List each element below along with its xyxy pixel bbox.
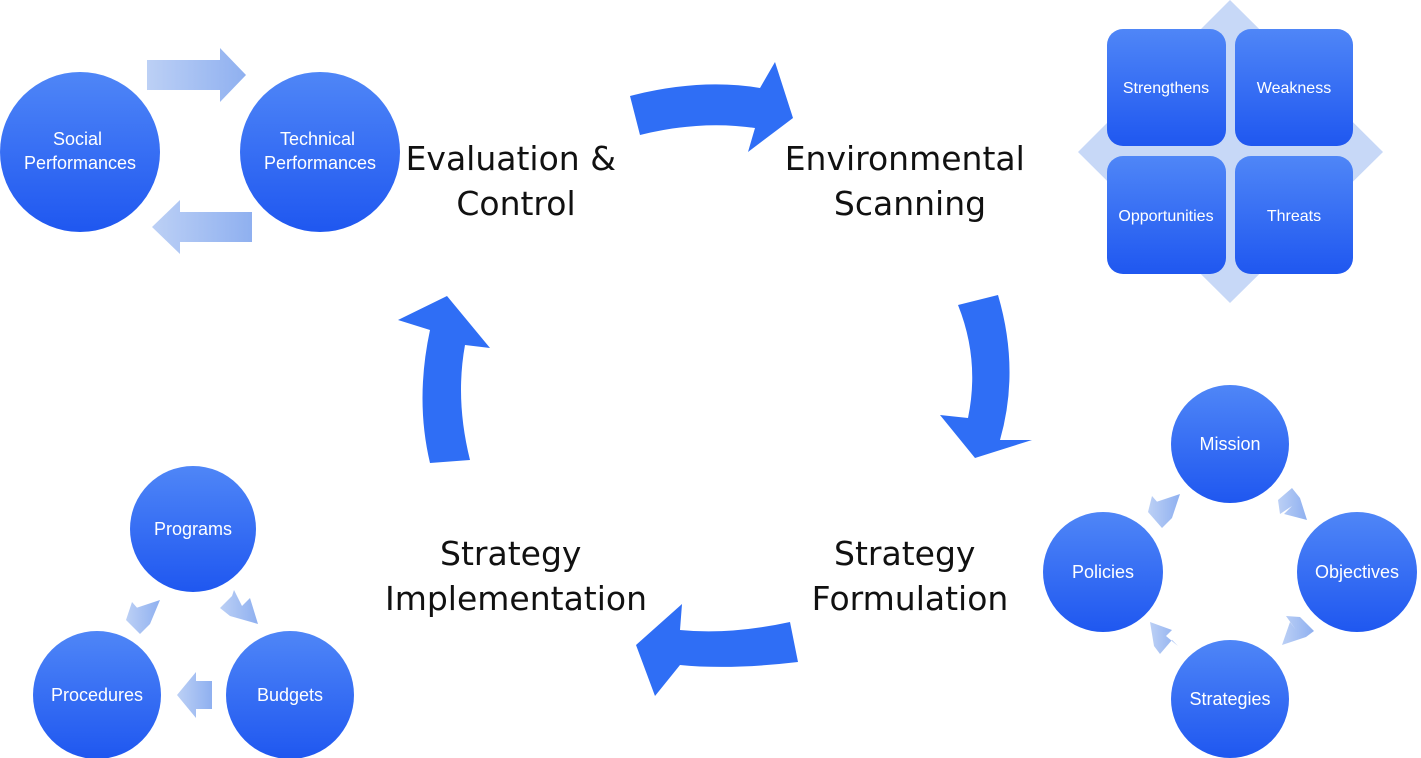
procedures-label: Procedures [51,685,143,705]
block-arrow-icon-programs-to-budgets [220,590,258,624]
cycle-arrows [398,62,1032,696]
evaluation-line-1: Evaluation & [406,139,616,178]
objectives-label: Objectives [1315,562,1399,582]
block-arrow-icon-strategies-to-policies [1150,622,1178,654]
objectives-circle [1297,512,1417,632]
strategy-implementation-label: Strategy Implementation [385,534,647,618]
procedures-circle [33,631,161,758]
curved-arrow-icon-scan-to-form [940,295,1032,458]
block-arrow-icon-mission-to-objectives [1278,488,1307,520]
block-arrow-icon-left [152,200,252,254]
strategies-label: Strategies [1189,689,1270,709]
programs-circle [130,466,256,592]
block-arrow-icon-objectives-to-strategies [1282,616,1314,645]
curved-arrow-icon-form-to-impl [636,604,798,696]
programs-label: Programs [154,519,232,539]
block-arrow-icon-procedures-to-programs [126,600,160,634]
block-arrow-icon-budgets-to-procedures [177,672,212,718]
weakness-box [1235,29,1353,146]
block-arrow-icon-policies-to-mission [1148,494,1180,528]
strategy-formulation-label: Strategy Formulation [812,534,1009,618]
swot-matrix: Strengthens Weakness Opportunities Threa… [1078,0,1383,303]
technical-performances-circle [240,72,400,232]
formulation-detail: Mission Objectives Strategies Policies [1043,385,1417,758]
curved-arrow-icon-eval-to-scan [630,62,793,152]
budgets-label: Budgets [257,685,323,705]
threats-box [1235,156,1353,274]
curved-arrow-icon-impl-to-eval [398,296,490,463]
policies-circle [1043,512,1163,632]
social-performances-circle [0,72,160,232]
strategies-circle [1171,640,1289,758]
strengths-box [1107,29,1226,146]
formulation-line-2: Formulation [812,579,1009,618]
block-arrow-icon-right [147,48,246,102]
environmental-line-1: Environmental [785,139,1025,178]
mission-circle [1171,385,1289,503]
evaluation-control-label: Evaluation & Control [406,139,627,223]
weakness-label: Weakness [1257,80,1331,97]
evaluation-line-2: Control [456,184,575,223]
formulation-line-1: Strategy [834,534,975,573]
evaluation-detail: Social Performances Technical Performanc… [0,48,400,254]
technical-performances-label: Technical Performances [264,129,376,173]
budgets-circle [226,631,354,758]
opportunities-label: Opportunities [1118,208,1213,225]
threats-label: Threats [1267,208,1321,225]
strengths-label: Strengthens [1123,80,1209,97]
implementation-line-1: Strategy [440,534,581,573]
implementation-detail: Programs Budgets Procedures [33,466,354,758]
environmental-scanning-label: Environmental Scanning [785,139,1036,223]
environmental-line-2: Scanning [834,184,986,223]
policies-label: Policies [1072,562,1134,582]
social-performances-label: Social Performances [24,129,136,173]
opportunities-box [1107,156,1226,274]
implementation-line-2: Implementation [385,579,647,618]
mission-label: Mission [1199,434,1260,454]
